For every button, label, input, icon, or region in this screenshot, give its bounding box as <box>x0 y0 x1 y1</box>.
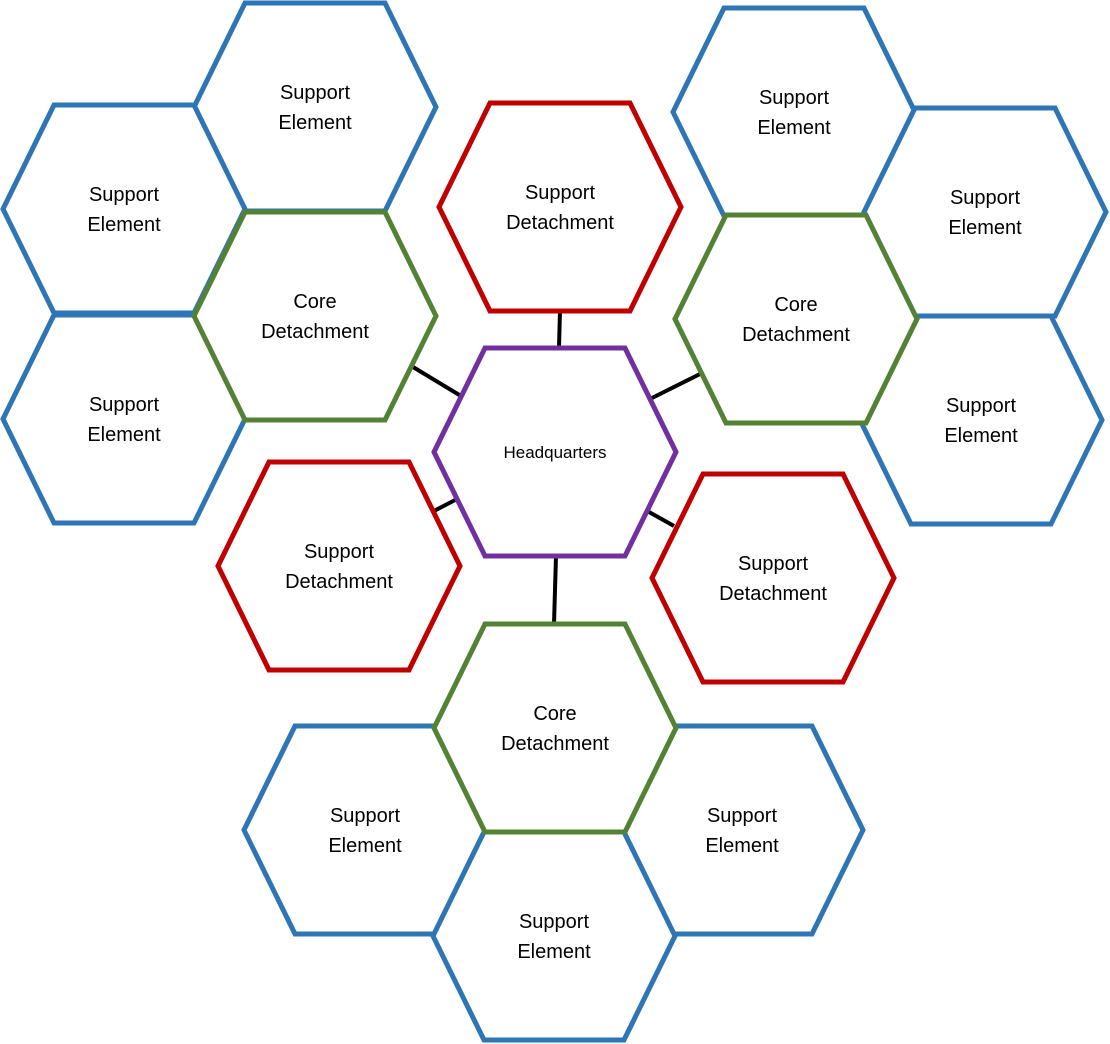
hex-node-headquarters: Headquarters <box>431 345 679 559</box>
connector-hq-top-detachment <box>557 310 562 348</box>
connector-hq-left-core <box>411 365 463 398</box>
hexagon-shape <box>431 345 679 559</box>
node-label-line: Element <box>328 835 402 857</box>
node-label-line: Element <box>517 941 591 963</box>
node-label-line: Core <box>774 294 817 316</box>
node-label-line: Support <box>707 805 777 827</box>
node-label-line: Element <box>944 425 1018 447</box>
node-label-line: Support <box>280 82 350 104</box>
node-label-line: Core <box>293 291 336 313</box>
hexagon-shape <box>191 209 439 423</box>
hexagon-shape <box>672 212 920 426</box>
node-label-line: Element <box>948 217 1022 239</box>
node-label-line: Detachment <box>742 324 850 346</box>
node-label-line: Element <box>278 112 352 134</box>
hexagon-shape <box>649 471 897 685</box>
node-label-line: Support <box>519 911 589 933</box>
hexagon-shape <box>436 100 684 314</box>
connector-hq-right-detachment <box>648 510 675 528</box>
node-label-line: Support <box>525 182 595 204</box>
node-label-line: Detachment <box>506 212 614 234</box>
node-label-line: Detachment <box>501 733 609 755</box>
node-label-line: Support <box>950 187 1020 209</box>
connector-hq-right-core <box>651 372 701 400</box>
node-label-line: Detachment <box>285 571 393 593</box>
node-label-line: Headquarters <box>503 443 606 462</box>
node-label-line: Support <box>89 184 159 206</box>
node-label-line: Core <box>533 703 576 725</box>
node-label-line: Detachment <box>261 321 369 343</box>
node-label-line: Element <box>757 117 831 139</box>
hexagon-shape <box>431 621 679 835</box>
node-label-line: Element <box>87 214 161 236</box>
hexagon-shape <box>215 459 463 673</box>
node-label-line: Element <box>705 835 779 857</box>
node-label-line: Element <box>87 424 161 446</box>
node-label-line: Support <box>330 805 400 827</box>
node-label-line: Support <box>738 553 808 575</box>
node-label-line: Support <box>946 395 1016 417</box>
node-label-line: Support <box>304 541 374 563</box>
connectors <box>411 310 701 625</box>
connector-hq-left-detachment <box>433 497 458 513</box>
connector-hq-bottom-core <box>552 555 558 625</box>
node-label-line: Detachment <box>719 583 827 605</box>
hexagon-shape <box>430 829 678 1043</box>
node-label-line: Support <box>759 87 829 109</box>
node-label-line: Support <box>89 394 159 416</box>
